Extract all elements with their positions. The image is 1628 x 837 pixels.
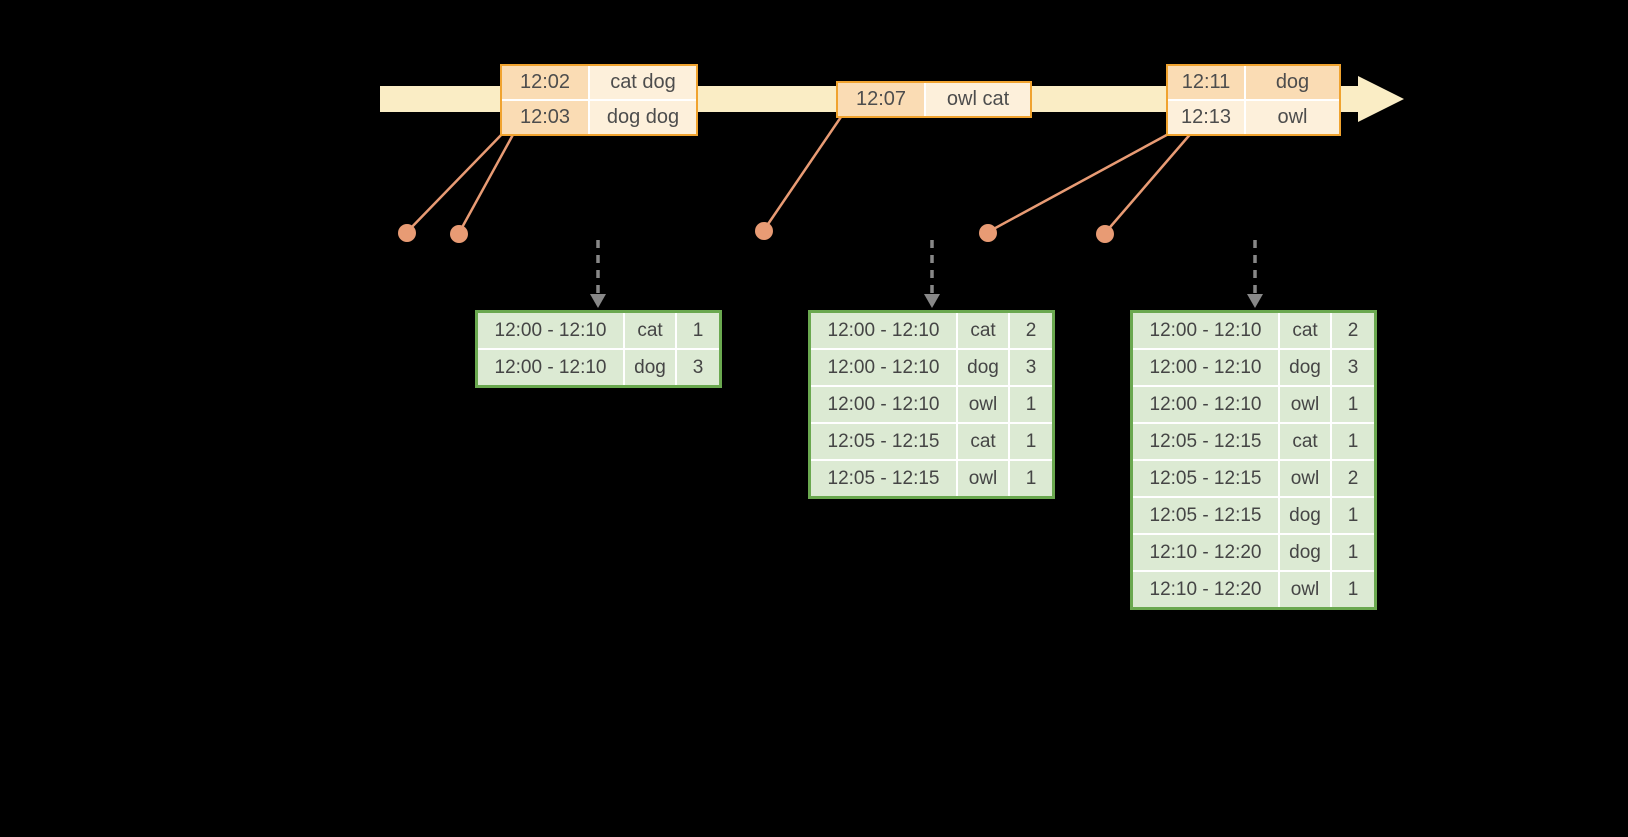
result-word-cell: cat [958, 424, 1008, 459]
event-time-cell: 12:03 [502, 101, 588, 134]
result-word-cell: owl [1280, 387, 1330, 422]
result-count-cell: 2 [1010, 313, 1052, 348]
result-window-cell: 12:00 - 12:10 [811, 350, 956, 385]
result-word-cell: owl [1280, 461, 1330, 496]
result-count-cell: 3 [1010, 350, 1052, 385]
result-window-cell: 12:05 - 12:15 [1133, 461, 1278, 496]
result-window-cell: 12:05 - 12:15 [811, 424, 956, 459]
connector-line [457, 130, 517, 234]
result-window-cell: 12:10 - 12:20 [1133, 535, 1278, 570]
event-time-cell: 12:02 [502, 66, 588, 99]
event-dot [1096, 225, 1114, 243]
event-words-cell: cat dog [590, 66, 696, 99]
result-window-cell: 12:10 - 12:20 [1133, 572, 1278, 607]
result-window-cell: 12:05 - 12:15 [1133, 498, 1278, 533]
connector-line [762, 113, 845, 231]
connector-line [987, 129, 1175, 234]
result-word-cell: cat [1280, 313, 1330, 348]
event-words-cell: owl [1246, 101, 1339, 134]
event-dot [755, 222, 773, 240]
event-words-cell: dog dog [590, 101, 696, 134]
connector-line [406, 130, 506, 233]
result-word-cell: dog [1280, 498, 1330, 533]
result-count-cell: 1 [1332, 498, 1374, 533]
event-dot [979, 224, 997, 242]
event-words-cell: dog [1246, 66, 1339, 99]
result-window-cell: 12:00 - 12:10 [1133, 387, 1278, 422]
result-word-cell: dog [1280, 535, 1330, 570]
result-count-cell: 2 [1332, 313, 1374, 348]
result-window-cell: 12:00 - 12:10 [478, 313, 623, 348]
trigger-arrow-head [590, 294, 606, 308]
event-time-cell: 12:13 [1168, 101, 1244, 134]
result-word-cell: dog [958, 350, 1008, 385]
result-window-cell: 12:00 - 12:10 [1133, 313, 1278, 348]
result-word-cell: cat [958, 313, 1008, 348]
result-window-cell: 12:05 - 12:15 [811, 461, 956, 496]
event-dot [450, 225, 468, 243]
result-word-cell: owl [958, 387, 1008, 422]
trigger-arrow-head [924, 294, 940, 308]
result-window-cell: 12:00 - 12:10 [478, 350, 623, 385]
result-count-cell: 1 [677, 313, 719, 348]
result-word-cell: dog [1280, 350, 1330, 385]
result-word-cell: cat [1280, 424, 1330, 459]
result-word-cell: cat [625, 313, 675, 348]
result-count-cell: 2 [1332, 461, 1374, 496]
event-time-cell: 12:07 [838, 83, 924, 116]
result-count-cell: 3 [1332, 350, 1374, 385]
trigger-arrow-head [1247, 294, 1263, 308]
result-word-cell: owl [1280, 572, 1330, 607]
connector-line [1104, 130, 1194, 234]
result-window-cell: 12:05 - 12:15 [1133, 424, 1278, 459]
result-window-cell: 12:00 - 12:10 [1133, 350, 1278, 385]
event-words-cell: owl cat [926, 83, 1030, 116]
result-count-cell: 1 [1332, 387, 1374, 422]
result-word-cell: dog [625, 350, 675, 385]
result-window-cell: 12:00 - 12:10 [811, 313, 956, 348]
result-window-cell: 12:00 - 12:10 [811, 387, 956, 422]
result-count-cell: 1 [1010, 461, 1052, 496]
event-dot [398, 224, 416, 242]
result-word-cell: owl [958, 461, 1008, 496]
result-count-cell: 1 [1332, 424, 1374, 459]
result-count-cell: 1 [1332, 572, 1374, 607]
result-count-cell: 3 [677, 350, 719, 385]
result-count-cell: 1 [1010, 424, 1052, 459]
result-count-cell: 1 [1332, 535, 1374, 570]
event-time-cell: 12:11 [1168, 66, 1244, 99]
result-count-cell: 1 [1010, 387, 1052, 422]
